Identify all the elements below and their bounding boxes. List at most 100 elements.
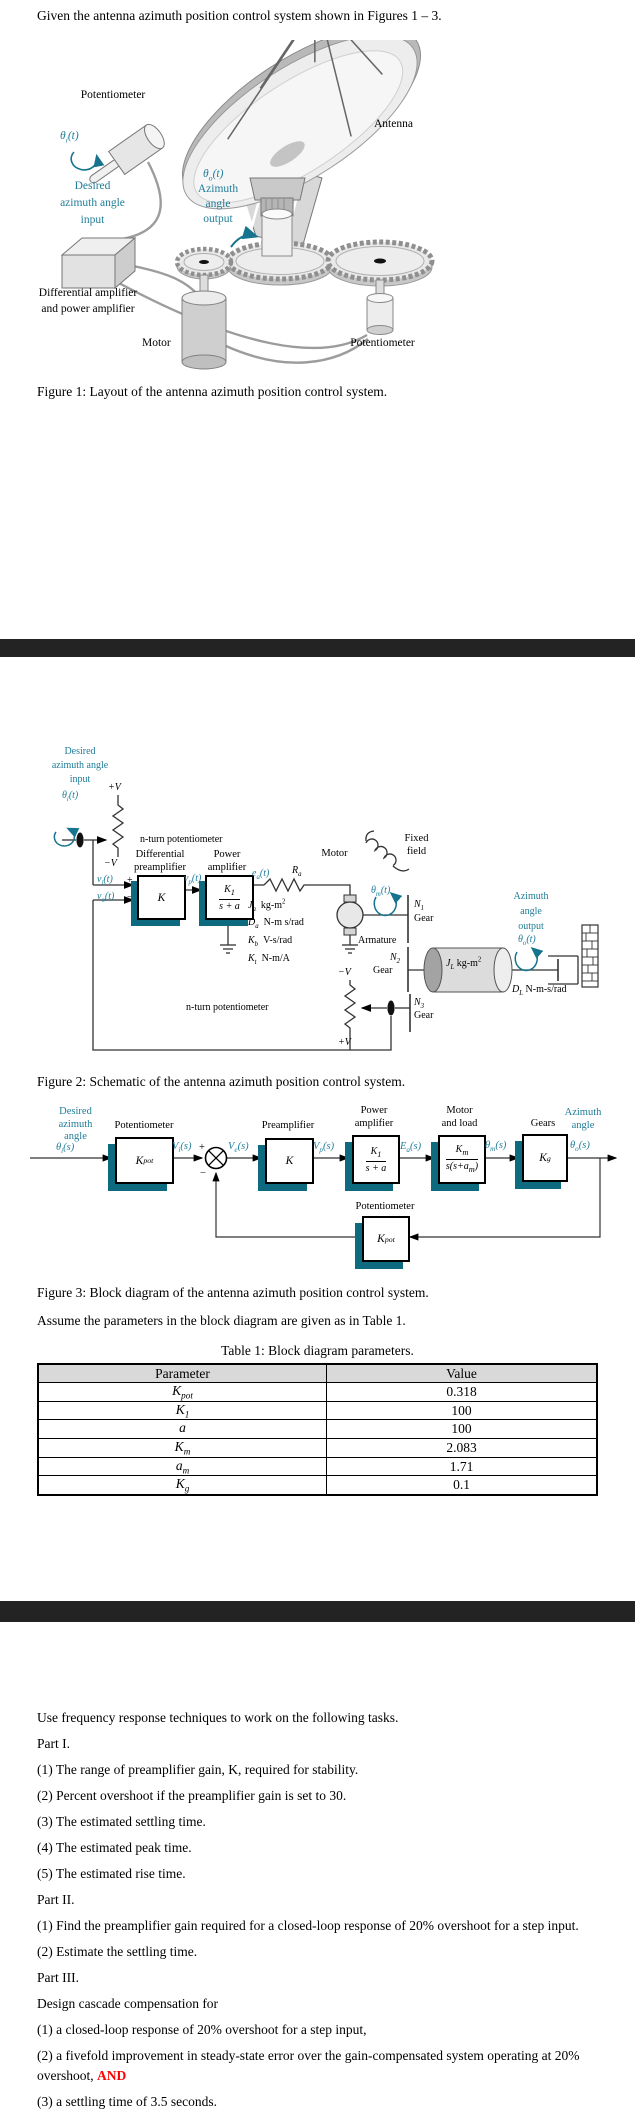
fig3-vp-label: Vp(s) (313, 1141, 335, 1155)
tasks-intro: Use frequency response techniques to wor… (37, 1710, 399, 1725)
task-item: (1) a closed-loop response of 20% oversh… (37, 2022, 367, 2037)
motor-armature (336, 894, 364, 936)
wall (581, 924, 599, 988)
dish-mount (249, 177, 306, 201)
table-row: Kpot 0.318 (37, 1382, 598, 1402)
intro-text: Given the antenna azimuth position contr… (37, 8, 442, 23)
fig3-pot-fb-label: Potentiometer (355, 1201, 415, 1212)
fig2-vi-label: vi(t) (97, 874, 113, 887)
fig1-pot-right-label: Potentiometer (350, 337, 415, 349)
input-rotation-arrow (70, 151, 105, 171)
feedback-line-left (212, 1171, 362, 1238)
fig2-jl-label: JL kg-m2 (446, 957, 482, 972)
fig2-minus-v-bot: −V (338, 967, 351, 978)
fig2-minus-v-top: −V (104, 858, 117, 869)
col-header-value: Value (326, 1363, 598, 1383)
table-row: am 1.71 (37, 1456, 598, 1477)
antenna-dish (181, 40, 421, 210)
value-cell: 100 (326, 1419, 598, 1440)
fig2-gear1-label: Gear (414, 913, 434, 924)
fig3-minus-sign: − (200, 1168, 206, 1179)
value-cell: 100 (326, 1400, 598, 1421)
theta-i-rotation-arrow (53, 827, 80, 847)
param-cell: Kpot (37, 1382, 327, 1402)
section-divider-top (0, 639, 635, 657)
fig3-theta-m-label: θm(s) (485, 1140, 507, 1154)
fig1-theta-i-label: θi(t) (60, 130, 79, 145)
fig3-ea-label: Ea(s) (400, 1141, 422, 1155)
tasks-section: Use frequency response techniques to wor… (37, 1708, 627, 2118)
load-inertia-cylinder (423, 947, 513, 993)
block-diagram-lines (30, 1146, 618, 1241)
feedback-line-right (408, 1158, 601, 1241)
fig2-dl-label: DL N-m-s/rad (512, 984, 567, 997)
fig3-preamp-label: Preamplifier (261, 1120, 315, 1131)
feedback-pot-cylinder (366, 293, 394, 335)
fig2-n3-label: N3 (414, 997, 425, 1010)
and-highlight: AND (97, 2068, 127, 2083)
theta-o-rotation-arrow (514, 947, 544, 972)
part3-title: Part III. (37, 1970, 79, 1985)
param-cell: Kg (37, 1475, 327, 1496)
param-cell: am (37, 1456, 327, 1477)
fig2-plus-v-bot: +V (338, 1037, 351, 1048)
part1-title: Part I. (37, 1736, 70, 1751)
input-shaft-knob (76, 832, 84, 848)
value-cell: 2.083 (326, 1438, 598, 1458)
gear-train (174, 239, 435, 287)
damper-cylinder (548, 955, 579, 985)
antenna-layout-drawing (60, 40, 435, 370)
fig3-theta-i-label: θi(s) (56, 1142, 75, 1156)
task-item: (3) The estimated settling time. (37, 1814, 206, 1829)
task-item: (2) Estimate the settling time. (37, 1944, 198, 1959)
motor-cylinder (181, 290, 227, 370)
fig1-antenna-label: Antenna (374, 118, 413, 130)
fig3-ve-label: Ve(s) (228, 1141, 249, 1155)
figure-1-caption: Figure 1: Layout of the antenna azimuth … (37, 384, 388, 399)
figure-2-caption: Figure 2: Schematic of the antenna azimu… (37, 1074, 406, 1089)
fig3-preamp-block: K (265, 1138, 314, 1184)
fig2-n1-label: N1 (414, 899, 425, 912)
value-cell: 0.1 (326, 1475, 598, 1496)
param-cell: a (37, 1419, 327, 1440)
param-cell: Km (37, 1438, 327, 1458)
value-cell: 1.71 (326, 1456, 598, 1477)
input-pot-resistor (111, 795, 125, 857)
task-item: (2) a fivefold improvement in steady-sta… (37, 2048, 580, 2083)
input-pot-device (89, 123, 165, 184)
fig1-theta-o-label: θo(t) (203, 168, 224, 183)
feedback-pot-resistor (343, 980, 357, 1050)
field-coil (365, 838, 397, 867)
param-cell: K1 (37, 1400, 327, 1421)
task-item: (4) The estimated peak time. (37, 1840, 192, 1855)
fig2-nturn-bot-label: n-turn potentiometer (186, 1002, 269, 1013)
fig2-motor-label: Motor (321, 848, 348, 859)
task-item: (1) Find the preamplifier gain required … (37, 1918, 579, 1933)
parameters-table: Parameter Value Kpot 0.318 K1 100 a 100 … (37, 1363, 598, 1497)
fig2-nturn-top-label: n-turn potentiometer (140, 834, 223, 845)
fig2-plus-v-top: +V (108, 782, 121, 793)
feedback-shaft-knob (387, 1000, 395, 1016)
table-row: Km 2.083 (37, 1438, 598, 1458)
table-row: a 100 (37, 1419, 598, 1440)
feed-struts (227, 40, 383, 140)
fig2-preamp-block: K (137, 875, 186, 920)
table-header-row: Parameter Value (37, 1363, 598, 1383)
fig2-ea-label: ea(t) (252, 868, 270, 881)
task-item: (3) a settling time of 3.5 seconds. (37, 2094, 217, 2109)
table-row: Kg 0.1 (37, 1475, 598, 1496)
assume-text: Assume the parameters in the block diagr… (37, 1313, 406, 1328)
fig2-param-kt: Kt N-m/A (248, 953, 290, 967)
fig2-armature-label: Armature (358, 935, 397, 946)
fig2-minus-sign: − (127, 892, 133, 903)
